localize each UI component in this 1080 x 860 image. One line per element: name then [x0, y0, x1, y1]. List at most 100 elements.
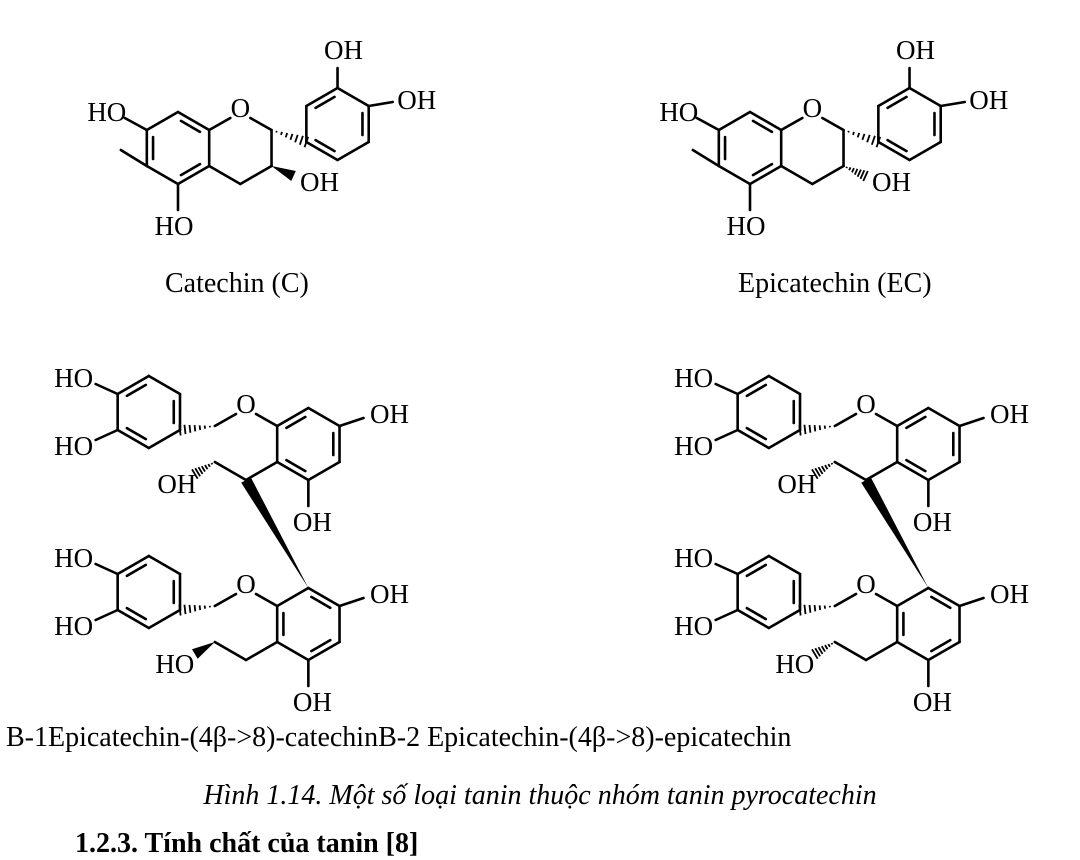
catechin-c-ring-bond: [240, 166, 271, 184]
epicatechin-o-bond: [781, 118, 802, 130]
dimer-b1-upper-c-bond: [215, 462, 246, 480]
dimer-b2-lower-oh7-bond: [960, 598, 984, 606]
dimer-b2-upper-b-ring-bond: [769, 430, 800, 448]
dimer-b1-lower-oh4p-bond: [96, 610, 118, 620]
catechin-oh-3: OH: [300, 167, 339, 197]
dimer-b2-lower-c-bond: [866, 642, 897, 660]
dimer-b2-upper-ho-4p: HO: [674, 431, 713, 461]
catechin-ho-5: HO: [155, 211, 194, 241]
epicatechin-ring-bond: [697, 118, 719, 130]
dimer-b2-lower-oh4p-bond: [716, 610, 738, 620]
dimer-b2-lower-oh-5: OH: [913, 687, 952, 717]
epicatechin-hashed-oh: [846, 167, 867, 181]
epicatechin-oh-3: OH: [872, 167, 911, 197]
epicatechin-a-ring-bond: [719, 112, 750, 130]
dimer-b2-upper-a-ring-bond: [928, 408, 959, 426]
catechin-ring-oxygen: O: [231, 93, 251, 123]
dimer-b2-lower-b-ring-bond: [769, 610, 800, 628]
dimer-b2-upper-oh-5: OH: [913, 507, 952, 537]
dimer-b1-upper-oh3p-bond: [96, 384, 118, 394]
dimer-b2-upper-oxygen: O: [856, 389, 876, 419]
dimer-b1-upper-oxygen: O: [236, 389, 256, 419]
dimer-b1-upper-oh-5: OH: [293, 507, 332, 537]
dimer-b1-lower-c-bond: [215, 642, 246, 660]
dimer-b1-upper-ho-3p: HO: [54, 363, 93, 393]
catechin-hashed-b-ring-bond: [276, 131, 308, 147]
dimer-b2-upper-o-bond: [835, 414, 856, 426]
catechin-ho-7: HO: [87, 97, 126, 127]
dimer-b1-upper-b-ring-bond: [149, 430, 180, 448]
epicatechin-oh4p-bond: [941, 102, 965, 106]
epicatechin-oh7-bond: [693, 150, 719, 166]
catechin-o-bond: [250, 118, 271, 130]
epicatechin-oh-4p: OH: [969, 85, 1008, 115]
dimer-b1-upper-a-ring-bond: [308, 462, 339, 480]
catechin-ring-bond: [125, 118, 147, 130]
epicatechin-ho-7: HO: [659, 97, 698, 127]
dimer-b1-lower-hashed-b-bond: [179, 605, 210, 616]
dimer-b1-upper-a-ring-bond: [308, 408, 339, 426]
dimer-b2-upper-oh-3: OH: [777, 469, 816, 499]
catechin-b-ring-bond: [338, 88, 369, 106]
catechin-a-ring-bond: [147, 112, 178, 130]
epicatechin-ho-5: HO: [727, 211, 766, 241]
dimer-b1-lower-b-ring-bond: [149, 556, 180, 574]
epicatechin-c-ring-bond: [781, 166, 812, 184]
epicatechin-caption: Epicatechin (EC): [738, 268, 932, 300]
epicatechin-b-ring-bond: [910, 142, 941, 160]
dimer-b2-lower-ho-4p: HO: [674, 611, 713, 641]
dimer-b2-upper-oh3p-bond: [716, 384, 738, 394]
dimer-b2-lower-hashed-b-bond: [799, 605, 830, 616]
dimer-caption: B-1Epicatechin-(4β->8)-catechinB-2 Epica…: [6, 722, 791, 754]
epicatechin-ring-oxygen: O: [803, 93, 823, 123]
catechin-a-ring-bond: [147, 166, 178, 184]
dimer-b2-lower-ho-3: HO: [775, 649, 814, 679]
dimer-b1-lower-o-bond: [215, 594, 236, 606]
dimer-b2-upper-a-ring-bond: [928, 462, 959, 480]
dimer-b1-upper-oh-3: OH: [157, 469, 196, 499]
dimer-b2-upper-oh7-bond: [960, 418, 984, 426]
dimer-b2-lower-a-ring-bond: [897, 642, 928, 660]
dimer-b2-lower-oh-7: OH: [990, 579, 1029, 609]
epicatechin-oh-3p: OH: [896, 35, 935, 65]
dimer-b2-upper-hashed-b-bond: [799, 425, 830, 436]
dimer-b1-upper-c-bond: [246, 462, 277, 480]
dimer-b1-lower-wedge-oh: [192, 642, 215, 659]
dimer-b1-lower-o-bond: [256, 594, 277, 606]
dimer-b1-upper-oh-7: OH: [370, 399, 409, 429]
catechin-oh-3p: OH: [324, 35, 363, 65]
dimer-b1-lower-a-ring-bond: [277, 642, 308, 660]
catechin-b-ring-bond: [338, 142, 369, 160]
dimer-b1-lower-oxygen: O: [236, 569, 256, 599]
dimer-b1-upper-oh4p-bond: [96, 430, 118, 440]
dimer-b2-upper-c-bond: [835, 462, 866, 480]
dimer-b1-lower-ho-3: HO: [155, 649, 194, 679]
epicatechin-o-bond: [822, 118, 843, 130]
dimer-b2-lower-b-ring-bond: [769, 556, 800, 574]
dimer-b2-upper-oh-7: OH: [990, 399, 1029, 429]
dimer-b1-lower-oh-5: OH: [293, 687, 332, 717]
epicatechin-b-ring-bond: [910, 88, 941, 106]
dimer-b2-upper-c-bond: [866, 462, 897, 480]
dimer-b2-lower-o-bond: [835, 594, 856, 606]
catechin-o-bond: [209, 118, 230, 130]
catechin-wedge-oh: [272, 166, 296, 181]
dimer-b1-lower-c-bond: [246, 642, 277, 660]
catechin-oh-4p: OH: [397, 85, 436, 115]
dimer-b2-lower-c-bond: [835, 642, 866, 660]
dimer-b1-upper-hashed-b-bond: [179, 425, 210, 436]
epicatechin-a-ring-bond: [719, 166, 750, 184]
dimer-b2-upper-o-bond: [876, 414, 897, 426]
dimer-b2-lower-ho-3p: HO: [674, 543, 713, 573]
dimer-b2-lower-hashed-oh: [812, 643, 832, 659]
dimer-b1-lower-oh7-bond: [340, 598, 364, 606]
catechin-caption: Catechin (C): [165, 268, 309, 300]
dimer-b1-upper-o-bond: [256, 414, 277, 426]
catechin-c-ring-bond: [209, 166, 240, 184]
dimer-b1-lower-b-ring-bond: [149, 610, 180, 628]
catechin-oh7-bond: [121, 150, 147, 166]
dimer-b1-lower-ho-4p: HO: [54, 611, 93, 641]
dimer-b1-lower-oh3p-bond: [96, 564, 118, 574]
